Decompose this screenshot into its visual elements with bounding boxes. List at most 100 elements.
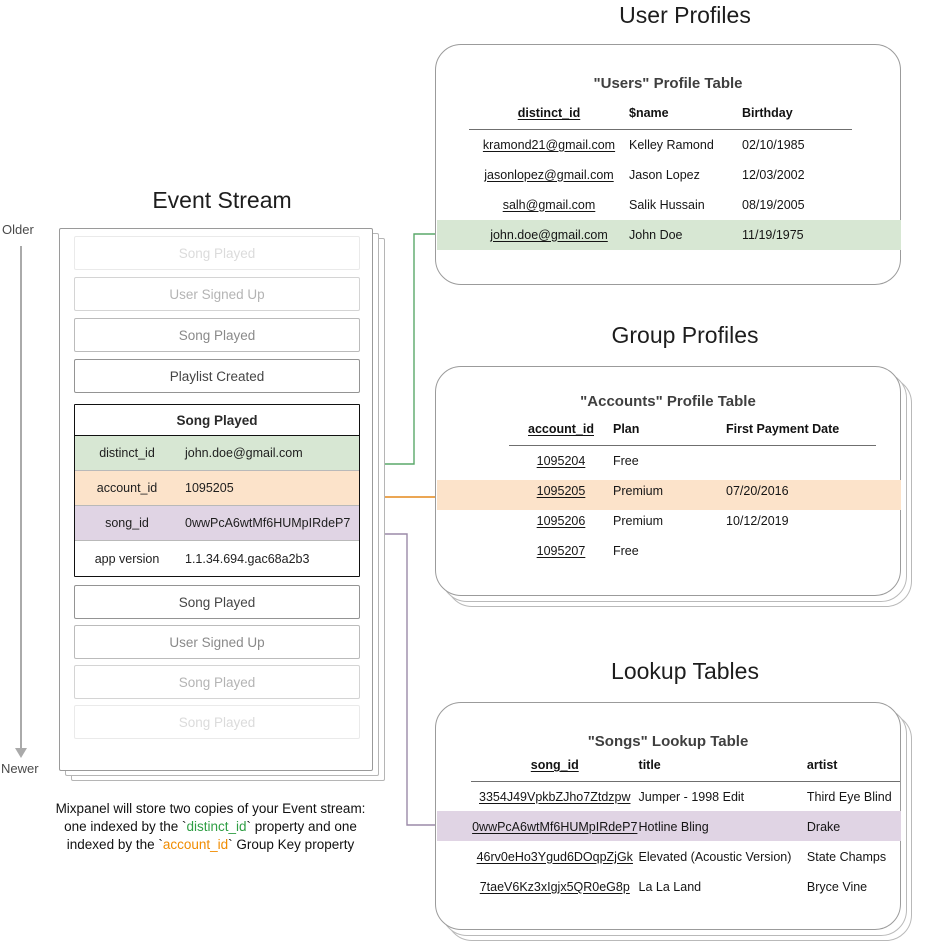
- row-cell: State Champs: [806, 849, 887, 864]
- event-property-value: 1095205: [185, 481, 234, 495]
- column-header: artist: [806, 758, 838, 772]
- event-pill[interactable]: User Signed Up: [74, 277, 360, 311]
- timeline-arrow-icon: [15, 748, 27, 758]
- column-header: Plan: [613, 422, 640, 436]
- caption-line-3-post: ` Group Key property: [228, 837, 355, 852]
- row-cell: Hotline Bling: [638, 819, 709, 834]
- event-property-row: distinct_id john.doe@gmail.com: [75, 436, 359, 471]
- event-property-row: app version 1.1.34.694.gac68a2b3: [75, 541, 359, 576]
- row-id-cell: kramond21@gmail.com: [482, 137, 616, 152]
- row-cell: Premium: [613, 483, 664, 498]
- row-id-cell: jasonlopez@gmail.com: [484, 167, 614, 182]
- event-pill[interactable]: User Signed Up: [74, 625, 360, 659]
- songs-card-stack: "Songs" Lookup Table song_id title artist 3…: [435, 702, 935, 950]
- songs-highlight-band: [437, 811, 901, 841]
- table-row[interactable]: 1095206 Premium 10/12/2019: [509, 506, 876, 536]
- caption-line-2-pre: one indexed by the `: [64, 819, 187, 834]
- users-highlight-band: [437, 220, 901, 250]
- row-id-cell: salh@gmail.com: [502, 197, 596, 212]
- event-property-key: account_id: [96, 481, 158, 495]
- timeline-axis: [20, 246, 22, 751]
- column-header: $name: [629, 106, 669, 120]
- row-cell: Salik Hussain: [629, 197, 705, 212]
- table-row[interactable]: kramond21@gmail.com Kelley Ramond 02/10/19…: [469, 130, 852, 160]
- event-pill-label: User Signed Up: [169, 286, 265, 302]
- table-row[interactable]: 1095207 Free: [509, 536, 876, 566]
- event-pill[interactable]: Song Played: [74, 318, 360, 352]
- timeline-newer-label: Newer: [1, 761, 39, 776]
- row-cell: 12/03/2002: [742, 167, 805, 182]
- table-row[interactable]: jasonlopez@gmail.com Jason Lopez 12/03/200…: [469, 160, 852, 190]
- caption-line-2-post: ` property and one: [246, 819, 357, 834]
- songs-table-title: "Songs" Lookup Table: [587, 733, 749, 750]
- row-cell: La La Land: [638, 879, 702, 894]
- stream-caption: Mixpanel will store two copies of your E…: [38, 800, 383, 854]
- table-header-row: distinct_id $name Birthday: [469, 106, 852, 130]
- event-pill[interactable]: Song Played: [74, 705, 360, 739]
- table-row[interactable]: 1095205 Premium 07/20/2016: [509, 476, 876, 506]
- row-id-cell: 1095204: [536, 453, 586, 468]
- row-id-cell: 1095206: [536, 513, 586, 528]
- caption-account-id-token: account_id: [162, 837, 229, 852]
- event-pill[interactable]: Song Played: [74, 236, 360, 270]
- event-pill-label: Song Played: [178, 714, 256, 730]
- row-cell: 10/12/2019: [726, 513, 789, 528]
- row-cell: Jumper - 1998 Edit: [638, 789, 745, 804]
- row-cell: 11/19/1975: [742, 227, 804, 242]
- row-cell: 02/10/1985: [742, 137, 805, 152]
- row-cell: Premium: [613, 513, 664, 528]
- table-row[interactable]: salh@gmail.com Salik Hussain 08/19/2005: [469, 190, 852, 220]
- column-header: song_id: [530, 758, 579, 772]
- column-header: distinct_id: [517, 106, 581, 120]
- table-row[interactable]: 1095204 Free: [509, 446, 876, 476]
- songs-card: "Songs" Lookup Table song_id title artist 3…: [435, 702, 901, 930]
- event-property-key: app version: [94, 551, 160, 566]
- event-stream-title: Event Stream: [152, 187, 292, 213]
- column-header: Birthday: [742, 106, 793, 120]
- row-id-cell: 1095205: [536, 483, 586, 498]
- row-cell: Free: [613, 453, 639, 468]
- row-cell: Jason Lopez: [629, 167, 700, 182]
- selected-event-properties: distinct_id john.doe@gmail.com account_id 1…: [75, 436, 359, 576]
- row-cell: Kelley Ramond: [629, 137, 714, 152]
- row-id-cell: 46rv0eHo3Ygud6DOqpZjGk: [476, 849, 633, 864]
- event-pill-label: Song Played: [178, 674, 256, 690]
- row-cell: Free: [613, 543, 639, 558]
- timeline-older-label: Older: [2, 222, 34, 237]
- table-header-row: song_id title artist: [471, 758, 900, 782]
- row-cell: Drake: [806, 819, 841, 834]
- event-pill[interactable]: Song Played: [74, 665, 360, 699]
- row-id-cell: 3354J49VpkbZJho7Ztdzpw: [479, 789, 631, 804]
- row-cell: 07/20/2016: [726, 483, 789, 498]
- event-pill[interactable]: Playlist Created: [74, 359, 360, 393]
- row-id-cell: 7taeV6Kz3xIgjx5QR0eG8p: [479, 879, 630, 894]
- row-cell: 08/19/2005: [742, 197, 805, 212]
- row-cell: [726, 536, 876, 566]
- column-header: title: [638, 758, 661, 772]
- event-pill[interactable]: Song Played: [74, 585, 360, 619]
- lookup-tables-title: Lookup Tables: [611, 658, 759, 684]
- table-row[interactable]: 3354J49VpkbZJho7Ztdzpw Jumper - 1998 Edit…: [471, 782, 900, 812]
- accounts-highlight-band: [437, 480, 901, 510]
- user-profiles-title: User Profiles: [619, 2, 751, 28]
- event-property-value: 1.1.34.694.gac68a2b3: [185, 551, 310, 566]
- event-property-value: john.doe@gmail.com: [185, 446, 303, 460]
- event-pill-label: Song Played: [178, 245, 256, 261]
- caption-distinct-id-token: distinct_id: [186, 819, 247, 834]
- caption-line-3: indexed by the `account_id` Group Key pr…: [38, 836, 383, 854]
- event-pill-label: Song Played: [178, 594, 256, 610]
- event-property-value: 0wwPcA6wtMf6HUMpIRdeP7: [185, 516, 351, 530]
- row-id-cell: 1095207: [536, 543, 586, 558]
- event-property-key: distinct_id: [99, 446, 155, 460]
